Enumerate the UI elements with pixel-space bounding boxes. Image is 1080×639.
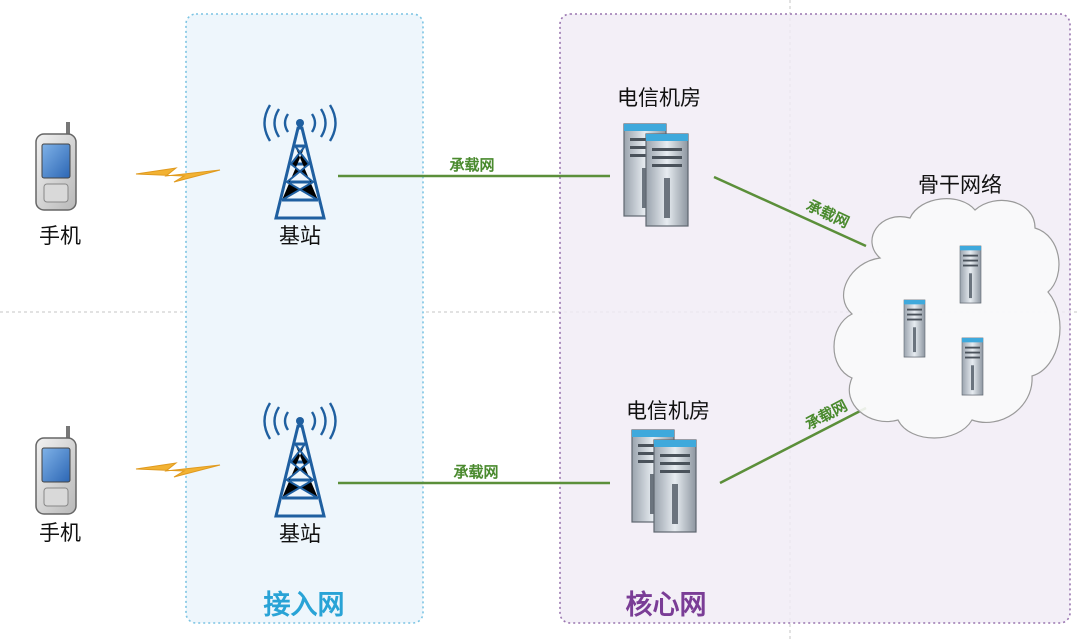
core-network-title: 核心网	[625, 590, 707, 621]
phone-icon	[35, 121, 77, 211]
access-network-title: 接入网	[263, 590, 345, 621]
server-icon	[645, 133, 689, 227]
bearer-label-top: 承载网	[449, 156, 495, 174]
telecom-room-label-top: 电信机房	[617, 86, 701, 110]
cloud-icon	[833, 198, 1061, 439]
server-icon	[959, 245, 982, 304]
access-network-region	[185, 13, 424, 624]
base-station-label-top: 基站	[279, 224, 321, 248]
base-station-label-bottom: 基站	[279, 522, 321, 546]
server-icon	[961, 337, 984, 396]
server-icon	[653, 439, 697, 533]
backbone-label: 骨干网络	[918, 173, 1002, 197]
server-icon	[903, 299, 926, 358]
bearer-core-link-bottom	[719, 406, 867, 485]
phone-icon	[35, 425, 77, 515]
phone-label-top: 手机	[39, 224, 81, 248]
phone-label-bottom: 手机	[39, 521, 81, 545]
bearer-label-bottom: 承载网	[453, 463, 499, 481]
bearer-core-link-top	[713, 175, 867, 248]
telecom-room-label-bottom: 电信机房	[626, 399, 710, 423]
